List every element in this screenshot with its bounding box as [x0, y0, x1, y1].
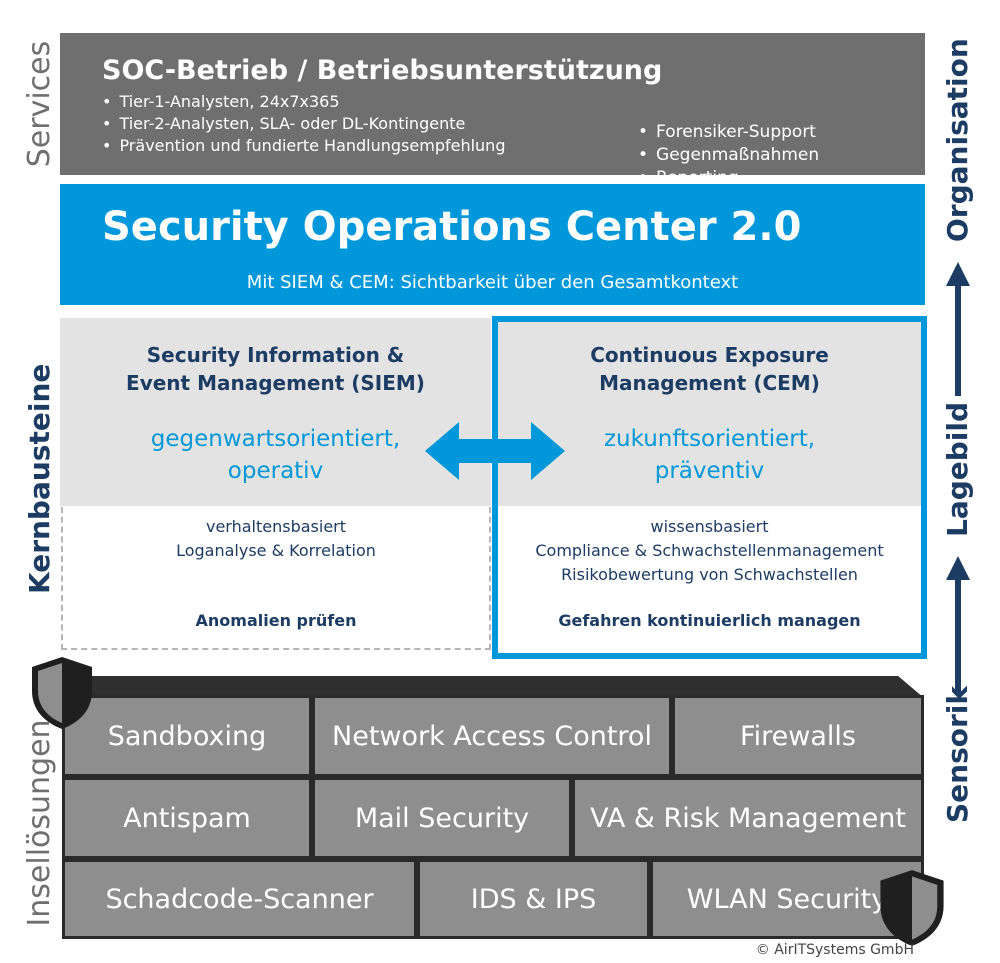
siem-title-line2: Event Management (SIEM) — [126, 371, 425, 395]
brick-mail-security: Mail Security — [312, 777, 572, 859]
cem-desc-line2: Compliance & Schwachstellenmanagement — [535, 541, 884, 560]
list-item: Reporting — [638, 167, 819, 190]
siem-desc-line1: verhaltensbasiert — [205, 517, 347, 536]
siem-title-line1: Security Information & — [146, 343, 405, 367]
siem-module: Security Information & Event Management … — [60, 318, 491, 506]
soc-center-band: Security Operations Center 2.0 Mit SIEM … — [60, 184, 925, 305]
cem-orientation-line2: präventiv — [654, 458, 765, 484]
siem-orientation-line1: gegenwartsorientiert, — [150, 426, 401, 452]
cem-details: wissensbasiert Compliance & Schwachstell… — [498, 506, 921, 653]
label-insellosungen: Insellösungen — [22, 719, 57, 927]
brick-sandboxing: Sandboxing — [62, 695, 312, 777]
cem-footer: Gefahren kontinuierlich managen — [558, 611, 861, 630]
brick-network-access-control: Network Access Control — [312, 695, 672, 777]
cem-module-frame — [492, 316, 927, 659]
list-item: Tier-2-Analysten, SLA- oder DL-Kontingen… — [102, 113, 505, 135]
soc-left-bullets: Tier-1-Analysten, 24x7x365 Tier-2-Analys… — [102, 91, 505, 157]
label-organisation: Organisation — [941, 38, 974, 242]
wall-top — [62, 676, 924, 698]
brick-firewalls: Firewalls — [672, 695, 924, 777]
brick-antispam: Antispam — [62, 777, 312, 859]
copyright-notice: © AirITSystems GmbH — [755, 942, 914, 958]
label-sensorik: Sensorik — [941, 685, 974, 823]
cem-desc-line1: wissensbasiert — [650, 517, 769, 536]
siem-desc-line2: Loganalyse & Korrelation — [176, 541, 376, 560]
cem-title-line1: Continuous Exposure — [590, 343, 829, 367]
soc-operations-band: SOC-Betrieb / Betriebsunterstützung Tier… — [60, 33, 925, 188]
list-item: Forensiker-Support — [638, 121, 819, 144]
list-item: Prävention und fundierte Handlungsempfeh… — [102, 135, 505, 157]
cem-orientation-line1: zukunftsorientiert, — [603, 426, 816, 452]
brick-va-risk-management: VA & Risk Management — [572, 777, 924, 859]
arrow-up-icon — [946, 262, 970, 396]
soc-title: SOC-Betrieb / Betriebsunterstützung — [102, 55, 663, 86]
siem-details: verhaltensbasiert Loganalyse & Korrelati… — [61, 507, 491, 650]
shield-icon — [880, 870, 944, 946]
list-item: Gegenmaßnahmen — [638, 144, 819, 167]
brick-schadcode-scanner: Schadcode-Scanner — [62, 859, 417, 939]
cem-desc-line3: Risikobewertung von Schwachstellen — [561, 565, 858, 584]
label-services: Services — [22, 40, 57, 168]
label-lagebild: Lagebild — [941, 401, 974, 537]
brick-wlan-security: WLAN Security — [650, 859, 924, 939]
soc-center-subtitle: Mit SIEM & CEM: Sichtbarkeit über den Ge… — [246, 272, 739, 293]
double-arrow-icon — [425, 422, 565, 480]
shield-icon — [32, 657, 92, 729]
cem-title-line2: Management (CEM) — [599, 371, 820, 395]
list-item: Tier-1-Analysten, 24x7x365 — [102, 91, 505, 113]
siem-footer: Anomalien prüfen — [195, 611, 357, 630]
cem-module: Continuous Exposure Management (CEM) zuk… — [498, 322, 921, 506]
arrow-up-icon — [946, 556, 970, 694]
soc-right-bullets: Forensiker-Support Gegenmaßnahmen Report… — [638, 121, 819, 190]
label-kernbausteine: Kernbausteine — [23, 363, 56, 594]
soc-center-title: Security Operations Center 2.0 — [102, 204, 802, 250]
siem-orientation-line2: operativ — [227, 458, 324, 484]
brick-ids-ips: IDS & IPS — [417, 859, 650, 939]
